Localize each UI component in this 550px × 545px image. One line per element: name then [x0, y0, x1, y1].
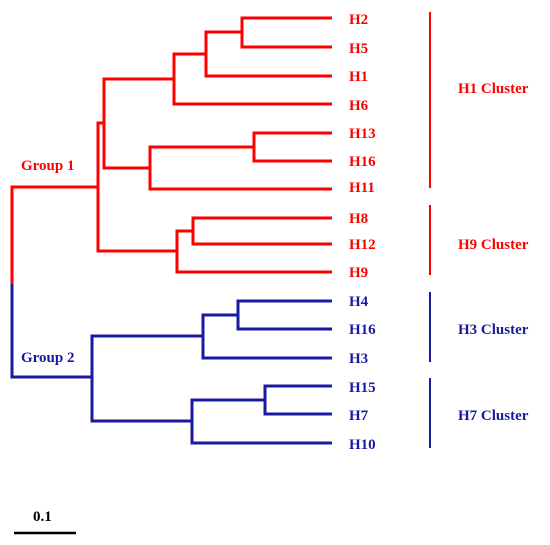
- cluster-label-h7: H7 Cluster: [458, 408, 529, 424]
- cluster-label-h9: H9 Cluster: [458, 237, 529, 253]
- branch-h2h5-h1: [204, 30, 332, 78]
- leaf-label-h16-g2: H16: [349, 322, 376, 338]
- leaf-label-h4: H4: [349, 294, 369, 310]
- branch-h1sub-h6: [172, 52, 332, 106]
- group-label-2: Group 2: [21, 350, 75, 366]
- branch-h15h7-h10: [190, 398, 332, 445]
- cluster-label-h3: H3 Cluster: [458, 322, 529, 338]
- branch-h4h16-h3: [201, 313, 332, 360]
- branch-h15-h7: [263, 384, 332, 416]
- leaf-labels: H2 H5 H1 H6 H13 H16 H11 H8 H12 H9 H4 H16…: [349, 12, 376, 453]
- leaf-label-h13: H13: [349, 126, 376, 142]
- leaf-label-h11: H11: [349, 180, 375, 196]
- leaf-label-h10: H10: [349, 437, 376, 453]
- branch-root-group2: [10, 284, 92, 379]
- leaf-label-h16: H16: [349, 154, 376, 170]
- scale-bar: 0.1: [14, 509, 76, 535]
- leaf-label-h7: H7: [349, 408, 369, 424]
- branch-root-group1: [10, 185, 98, 284]
- leaf-label-h3: H3: [349, 351, 368, 367]
- leaf-label-h12: H12: [349, 237, 376, 253]
- cluster-label-h1: H1 Cluster: [458, 81, 529, 97]
- leaf-label-h8: H8: [349, 211, 368, 227]
- branch-h8h12-h9: [175, 229, 332, 274]
- branch-h13h16-h11: [148, 145, 332, 191]
- leaf-label-h15: H15: [349, 380, 376, 396]
- branch-subclade-join: [102, 77, 174, 170]
- cluster-labels: H1 Cluster H9 Cluster H3 Cluster H7 Clus…: [458, 81, 529, 424]
- branch-h2-h5: [240, 16, 332, 49]
- leaf-label-h1: H1: [349, 69, 368, 85]
- scale-bar-label: 0.1: [33, 509, 52, 525]
- branch-h4-h16: [236, 299, 332, 331]
- tree-branches: [10, 16, 332, 445]
- group-label-1: Group 1: [21, 158, 75, 174]
- branch-h8-h12: [191, 216, 332, 246]
- leaf-label-h9: H9: [349, 265, 368, 281]
- branch-group2-join: [90, 334, 203, 423]
- leaf-label-h2: H2: [349, 12, 368, 28]
- leaf-label-h6: H6: [349, 98, 369, 114]
- leaf-label-h5: H5: [349, 41, 368, 57]
- branch-group1-join: [96, 121, 177, 253]
- branch-h13-h16: [252, 131, 332, 163]
